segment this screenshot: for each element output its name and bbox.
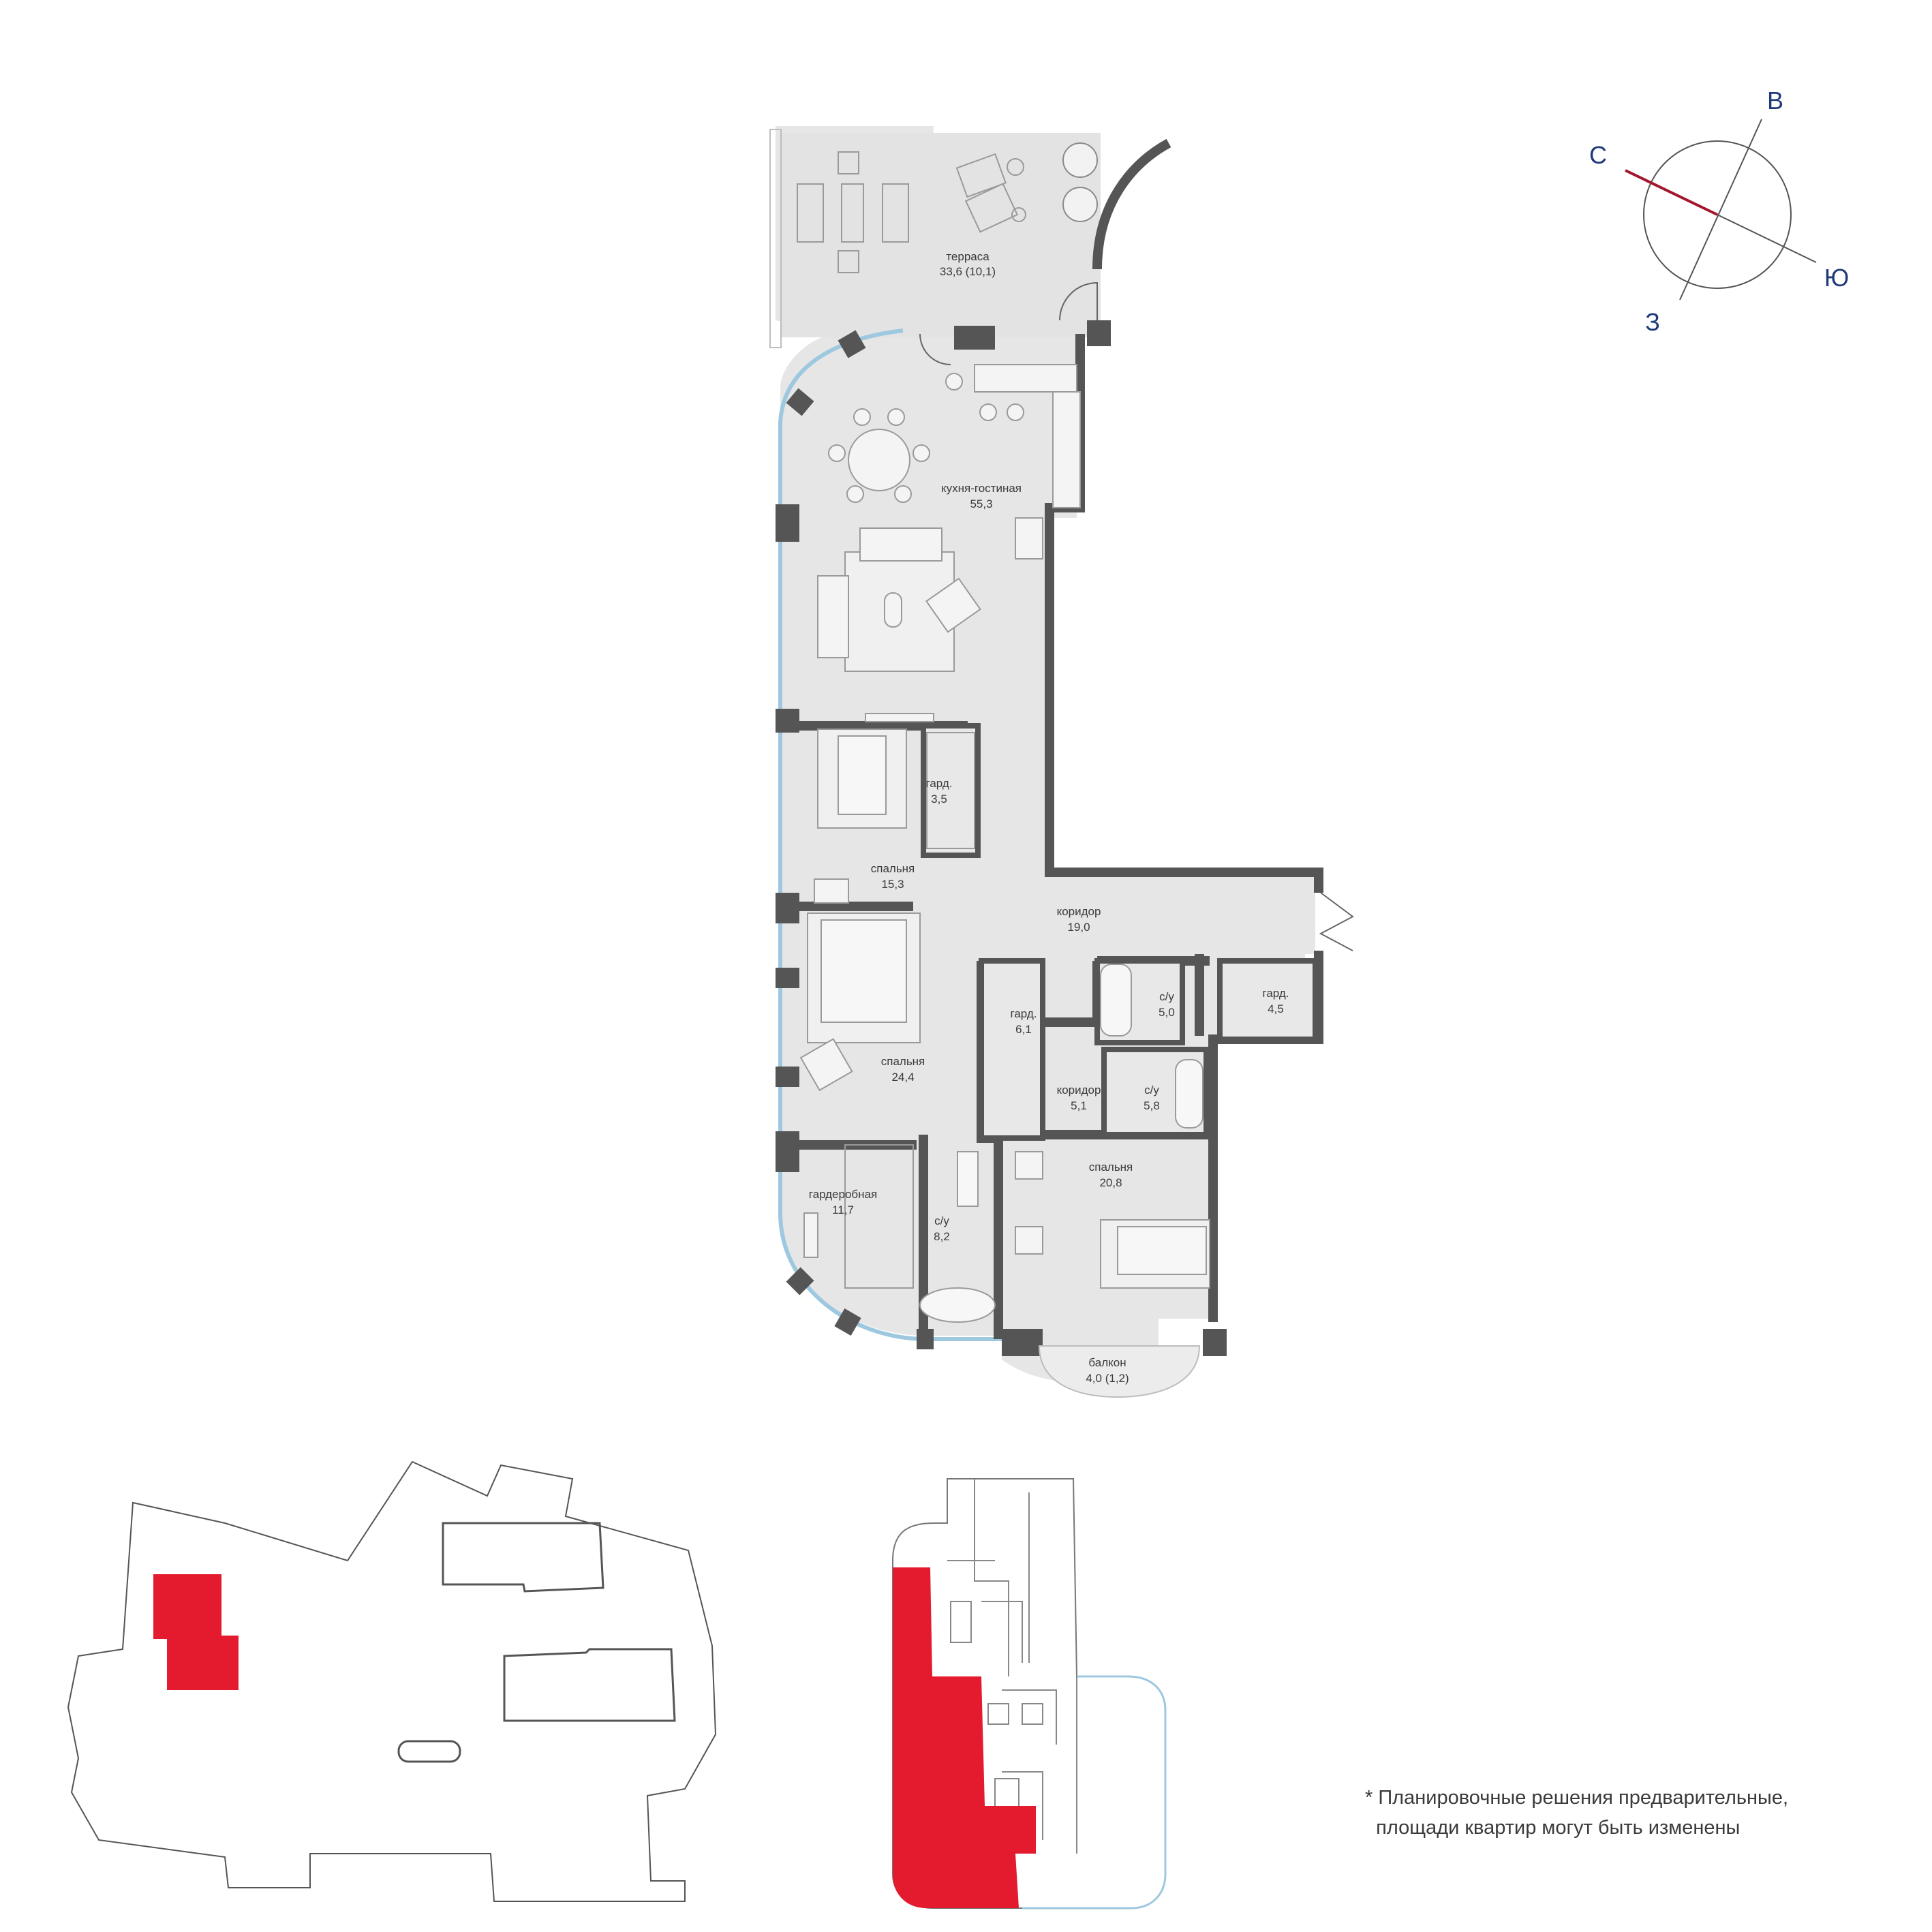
floor-key-plan xyxy=(892,1478,1167,1910)
site-building-3 xyxy=(397,1740,461,1763)
bath1-area: 5,0 xyxy=(1159,1006,1175,1019)
wall-columns xyxy=(776,320,1227,1356)
bath1-name: с/у xyxy=(1159,990,1174,1003)
kitchen-counter xyxy=(974,364,1081,559)
armchair-icon xyxy=(1015,1226,1043,1255)
dressing-room: гардеробная 11,7 xyxy=(803,1144,914,1289)
bedroom2-name: спальня xyxy=(881,1055,925,1068)
site-building-1 xyxy=(442,1522,604,1593)
corridor2-area: 5,1 xyxy=(1071,1099,1087,1112)
wardrobe3-name: гард. xyxy=(1011,1007,1037,1020)
armchair-icon xyxy=(1015,1151,1043,1180)
living-sofa xyxy=(817,527,981,658)
plant-icon xyxy=(1062,142,1098,222)
wardrobe-3: гард. 6,1 xyxy=(979,958,1045,1141)
key-plan-highlighted-apartment xyxy=(893,1567,1036,1908)
compass-axis-ew xyxy=(1679,119,1762,301)
balcony: балкон 4,0 (1,2) xyxy=(1038,1345,1201,1398)
site-building-2 xyxy=(503,1648,676,1722)
wardrobe-1: гард. 3,5 xyxy=(921,723,981,858)
balcony-area: 4,0 (1,2) xyxy=(1086,1372,1129,1385)
terrace-area: 33,6 (10,1) xyxy=(940,265,996,278)
bedroom1-name: спальня xyxy=(871,862,915,875)
corridor1-area: 19,0 xyxy=(1067,921,1090,934)
corridor2-name: коридор xyxy=(1057,1084,1101,1097)
site-plan xyxy=(67,1460,717,1902)
compass-west-letter: З xyxy=(1645,308,1660,336)
note-line-2: площади квартир могут быть изменены xyxy=(1376,1817,1741,1839)
bedroom3-area: 20,8 xyxy=(1099,1176,1122,1189)
bathtub-icon xyxy=(1100,964,1132,1037)
compass-north-letter: С xyxy=(1589,141,1607,169)
kitchen-area: 55,3 xyxy=(970,497,992,510)
bath2-area: 5,8 xyxy=(1144,1099,1160,1112)
dressing-area: 11,7 xyxy=(832,1203,854,1216)
compass-circle xyxy=(1643,140,1792,289)
armchair-icon xyxy=(799,1038,853,1092)
bedroom1-area: 15,3 xyxy=(881,878,904,891)
key-plan-glazing xyxy=(1022,1675,1167,1910)
bedroom2-area: 24,4 xyxy=(891,1071,914,1084)
terrace: терраса 33,6 (10,1) xyxy=(769,129,1171,348)
bathtub-icon xyxy=(919,1287,996,1323)
terrace-furniture xyxy=(797,151,1026,273)
bathroom-1: с/у 5,0 xyxy=(1094,958,1185,1045)
wardrobe3-area: 6,1 xyxy=(1015,1023,1032,1036)
corridor-1: коридор 19,0 xyxy=(1057,892,1354,951)
terrace-curved-wall xyxy=(1092,138,1171,270)
terrace-rail xyxy=(769,129,782,348)
bath3-name: с/у xyxy=(934,1214,949,1227)
bedroom-3: спальня 20,8 xyxy=(1015,1151,1210,1289)
site-outline xyxy=(67,1460,717,1902)
entrance-door-icon xyxy=(1319,892,1354,951)
tv-icon xyxy=(865,713,934,722)
note-line-1: * Планировочные решения предварительные, xyxy=(1365,1787,1789,1809)
bedroom3-name: спальня xyxy=(1089,1161,1133,1174)
bathroom-3: с/у 8,2 xyxy=(919,1151,996,1323)
wardrobe1-name: гард. xyxy=(926,777,953,790)
sink-icon xyxy=(957,1151,979,1207)
wardrobe2-name: гард. xyxy=(1263,987,1289,1000)
ottoman-icon xyxy=(803,1212,818,1258)
bedroom-2: спальня 24,4 xyxy=(799,913,925,1092)
wardrobe-2: гард. 4,5 xyxy=(1217,958,1318,1042)
terrace-door-swing xyxy=(1059,281,1098,321)
bath3-area: 8,2 xyxy=(934,1230,950,1243)
bathroom-2: с/у 5,8 xyxy=(1101,1047,1209,1137)
wardrobe1-area: 3,5 xyxy=(931,793,947,806)
compass-axis-ns-south xyxy=(1717,214,1817,263)
compass-needle-north xyxy=(1625,169,1718,216)
compass-east-letter: В xyxy=(1767,87,1783,114)
balcony-name: балкон xyxy=(1088,1356,1126,1369)
kitchen-name: кухня-гостиная xyxy=(941,482,1022,495)
terrace-name: терраса xyxy=(946,250,990,263)
dining-table xyxy=(828,373,1024,503)
compass-south-letter: Ю xyxy=(1824,264,1849,292)
terrace-floor xyxy=(780,133,1101,337)
apartment-plan: терраса 33,6 (10,1) xyxy=(769,126,1354,1398)
key-plan-walls xyxy=(947,1479,1077,1854)
corridor1-name: коридор xyxy=(1057,905,1101,918)
dressing-name: гардеробная xyxy=(809,1188,877,1201)
disclaimer-note: * Планировочные решения предварительные,… xyxy=(1365,1783,1788,1843)
bathtub-icon xyxy=(1175,1059,1203,1129)
desk-icon xyxy=(814,878,849,904)
kitchen-door-swing xyxy=(919,333,951,365)
bath2-name: с/у xyxy=(1144,1084,1159,1097)
kitchen-living: кухня-гостиная 55,3 xyxy=(817,333,1081,672)
bedroom-1: спальня 15,3 xyxy=(814,713,934,904)
compass: С В Ю З xyxy=(1589,87,1849,336)
corridor-2: коридор 5,1 xyxy=(1057,1084,1101,1112)
wardrobe2-area: 4,5 xyxy=(1268,1002,1284,1015)
highlighted-building xyxy=(153,1574,239,1690)
